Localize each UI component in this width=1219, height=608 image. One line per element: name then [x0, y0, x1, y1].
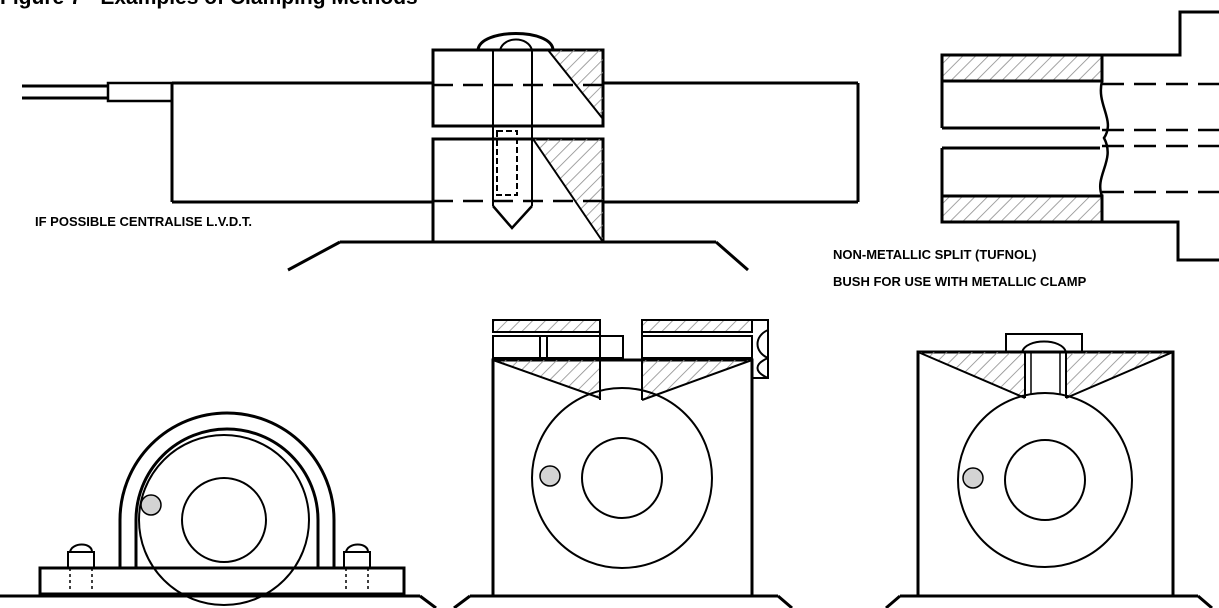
centralise-label: IF POSSIBLE CENTRALISE L.V.D.T.: [35, 214, 252, 229]
bush-label-line1: NON-METALLIC SPLIT (TUFNOL): [833, 247, 1036, 262]
figure-title: Figure 7 - Examples of Clamping Methods: [0, 0, 418, 9]
top-bolt-split-clamp: [885, 333, 1213, 608]
side-bolt-split-clamp: [453, 319, 793, 608]
lvdt-clamp-top-left: [22, 32, 860, 272]
split-bush-top-right: [940, 10, 1219, 262]
pillow-block-clamp: [0, 411, 437, 608]
bush-label-line2: BUSH FOR USE WITH METALLIC CLAMP: [833, 274, 1087, 289]
